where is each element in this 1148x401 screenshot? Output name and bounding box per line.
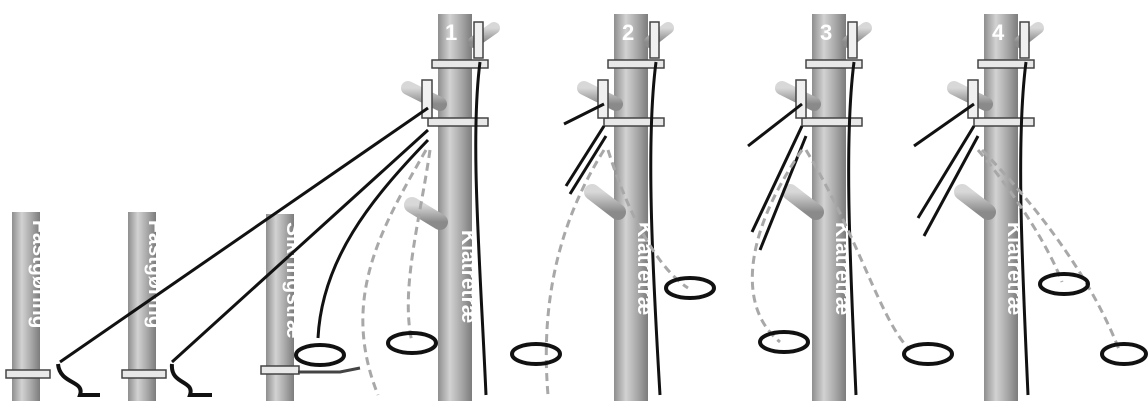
pulley-icon [473,21,484,59]
dashed-rope [544,149,606,396]
anchor-rope [913,102,975,148]
carabiner-icon [298,366,361,374]
sling-band [121,369,167,379]
branch [954,184,996,220]
sling-band [260,365,300,375]
climbing-rope [474,61,488,396]
anchor-rope [922,135,980,237]
pulley-icon [421,79,433,119]
branch [404,197,448,230]
anchor-rope [750,125,804,233]
pulley-icon [649,21,660,59]
step-number-1: 1 [445,20,457,45]
branch [584,184,626,220]
pulley-icon [597,79,609,119]
anchor-rope [916,125,976,219]
dashed-rope [804,149,912,352]
scene-4-ropes [913,61,1148,396]
anchor-post-1: Fastgøring [5,212,51,401]
belay-rope [316,138,430,339]
step-number-3: 3 [820,20,832,45]
climbing-rope [847,61,858,396]
branch [782,184,824,220]
scene-3-ropes [747,61,954,396]
anchor-label-2: Fastgøring [144,220,167,329]
pulley-icon [1019,21,1030,59]
rope-coil-icon [758,330,810,354]
anchor-rope [170,128,430,364]
pulley-icon [795,79,807,119]
anchor-rope [747,102,803,148]
rope-coil [169,363,212,397]
dashed-rope [980,148,1122,353]
step-number-4: 4 [992,20,1005,45]
climb-tree-2: 2 Klatretræ [577,14,674,401]
anchor-rope [568,135,608,195]
rope-coil-icon [386,331,438,355]
belay-tree: Sikringstræ [260,214,305,401]
climbing-rope [649,61,662,396]
pulley-icon [847,21,858,59]
pulley-icon [967,79,979,119]
belay-tree-label: Sikringstræ [282,222,305,339]
anchor-rope [59,106,429,364]
climb-tree-1: 1 Klatretræ [401,14,500,401]
climb-tree-label-3: Klatretræ [831,222,854,315]
dashed-rope [406,149,432,343]
scene-2-ropes [510,61,716,396]
scene-1-ropes [56,61,488,397]
climb-tree-3: 3 Klatretræ [775,14,872,401]
climb-tree-label-1: Klatretræ [457,230,480,323]
rope-coil-icon [510,342,562,366]
anchor-post-2: Fastgøring [121,212,167,401]
dashed-rope [976,149,1064,283]
anchor-label-1: Fastgøring [28,220,51,329]
rope-coil-icon [294,343,346,367]
step-number-2: 2 [622,20,634,45]
rope-coil [56,363,100,397]
rope-coil-icon [902,342,954,366]
anchor-rope [564,125,606,187]
dashed-rope [361,149,428,396]
rope-coil-icon [1100,342,1148,366]
rope-coil-icon [664,276,716,300]
climb-tree-label-4: Klatretræ [1003,222,1026,315]
climb-tree-4: 4 Klatretræ [947,14,1044,401]
rope-coil-icon [1038,272,1090,296]
anchor-rope [563,102,605,126]
sling-band [5,369,51,379]
